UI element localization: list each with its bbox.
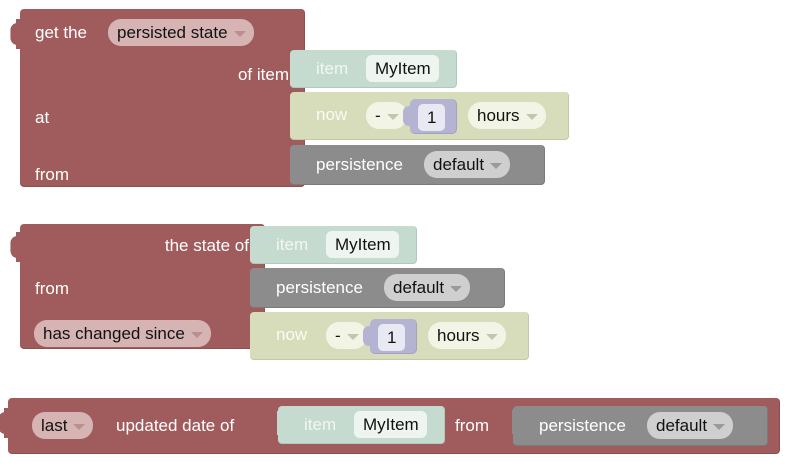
output-plug-icon	[11, 19, 22, 49]
block-label-from: from	[35, 165, 69, 184]
dropdown-persistence-service-label: default	[433, 155, 485, 174]
block-last-updated-date-of[interactable]: last updated date of item MyItem from pe…	[0, 398, 780, 454]
dropdown-time-unit[interactable]: hours	[468, 102, 546, 129]
dropdown-last[interactable]: last	[32, 412, 94, 439]
block-item[interactable]: item MyItem	[290, 50, 457, 88]
chevron-down-icon	[713, 423, 726, 430]
chevron-down-icon	[450, 285, 463, 292]
dropdown-persistence-service[interactable]: default	[384, 274, 471, 301]
block-label-now: now	[276, 325, 308, 344]
field-number-value-wrap[interactable]: 1	[378, 324, 406, 351]
block-label-now: now	[316, 105, 348, 124]
block-number[interactable]: 1	[363, 319, 417, 354]
block-datetime[interactable]: now - 1 hours	[250, 312, 529, 360]
block-persistence[interactable]: persistence default	[250, 268, 505, 308]
block-label-item: item	[316, 59, 349, 78]
block-label-item: item	[304, 415, 337, 434]
dropdown-time-unit[interactable]: hours	[428, 322, 506, 349]
block-get-persisted-state[interactable]: get the persisted state of item at from	[11, 9, 305, 187]
field-number-value: 1	[427, 108, 437, 127]
chevron-down-icon	[525, 113, 538, 120]
chevron-down-icon	[233, 30, 246, 37]
output-plug-icon	[0, 408, 10, 438]
block-item[interactable]: item MyItem	[278, 406, 445, 444]
dropdown-time-unit-label: hours	[437, 326, 480, 345]
dropdown-persistence-service-label: default	[656, 416, 708, 435]
field-item-name[interactable]: MyItem	[354, 411, 427, 438]
block-label-at: at	[35, 108, 50, 127]
block-label-from: from	[455, 416, 489, 435]
dropdown-operator[interactable]: -	[366, 102, 407, 129]
chevron-down-icon	[490, 162, 503, 169]
dropdown-time-unit-label: hours	[477, 106, 520, 125]
block-label-from: from	[35, 279, 69, 298]
block-item[interactable]: item MyItem	[250, 226, 417, 264]
dropdown-operator-label: -	[375, 106, 381, 125]
output-plug-icon	[403, 106, 411, 126]
dropdown-persistence-service[interactable]: default	[424, 151, 511, 178]
output-plug-icon	[363, 326, 371, 346]
chevron-down-icon	[346, 333, 359, 340]
block-number[interactable]: 1	[403, 99, 457, 134]
field-number-value: 1	[387, 328, 397, 347]
block-persistence[interactable]: persistence default	[513, 406, 768, 446]
dropdown-has-changed-since-label: has changed since	[43, 324, 185, 343]
field-item-name[interactable]: MyItem	[326, 231, 399, 258]
field-number-value-wrap[interactable]: 1	[418, 104, 446, 131]
dropdown-last-label: last	[41, 416, 68, 435]
block-persistence[interactable]: persistence default	[290, 145, 545, 185]
block-label-the-state-of: the state of	[164, 236, 249, 255]
field-item-name-value: MyItem	[363, 415, 419, 434]
field-item-name[interactable]: MyItem	[366, 55, 439, 82]
dropdown-operator-label: -	[335, 326, 341, 345]
output-plug-icon	[11, 232, 22, 262]
chevron-down-icon	[73, 423, 86, 430]
block-label-persistence: persistence	[276, 278, 363, 297]
block-label-persistence: persistence	[539, 416, 626, 435]
dropdown-persistence-service[interactable]: default	[647, 412, 734, 439]
dropdown-persisted-state-label: persisted state	[117, 23, 228, 42]
field-item-name-value: MyItem	[335, 235, 391, 254]
block-label-item: item	[276, 235, 309, 254]
block-label-get-the: get the	[35, 23, 87, 42]
dropdown-operator[interactable]: -	[326, 322, 367, 349]
field-item-name-value: MyItem	[375, 59, 431, 78]
chevron-down-icon	[386, 113, 399, 120]
dropdown-persistence-service-label: default	[393, 278, 445, 297]
block-label-of-item: of item	[237, 65, 289, 84]
dropdown-persisted-state[interactable]: persisted state	[108, 19, 254, 46]
chevron-down-icon	[190, 331, 203, 338]
block-state-has-changed-since[interactable]: the state of from has changed since	[11, 224, 265, 349]
chevron-down-icon	[485, 333, 498, 340]
block-label-persistence: persistence	[316, 155, 403, 174]
block-datetime[interactable]: now - 1 hours	[290, 92, 569, 140]
dropdown-has-changed-since[interactable]: has changed since	[34, 320, 211, 347]
block-label-updated-date-of: updated date of	[116, 416, 235, 435]
